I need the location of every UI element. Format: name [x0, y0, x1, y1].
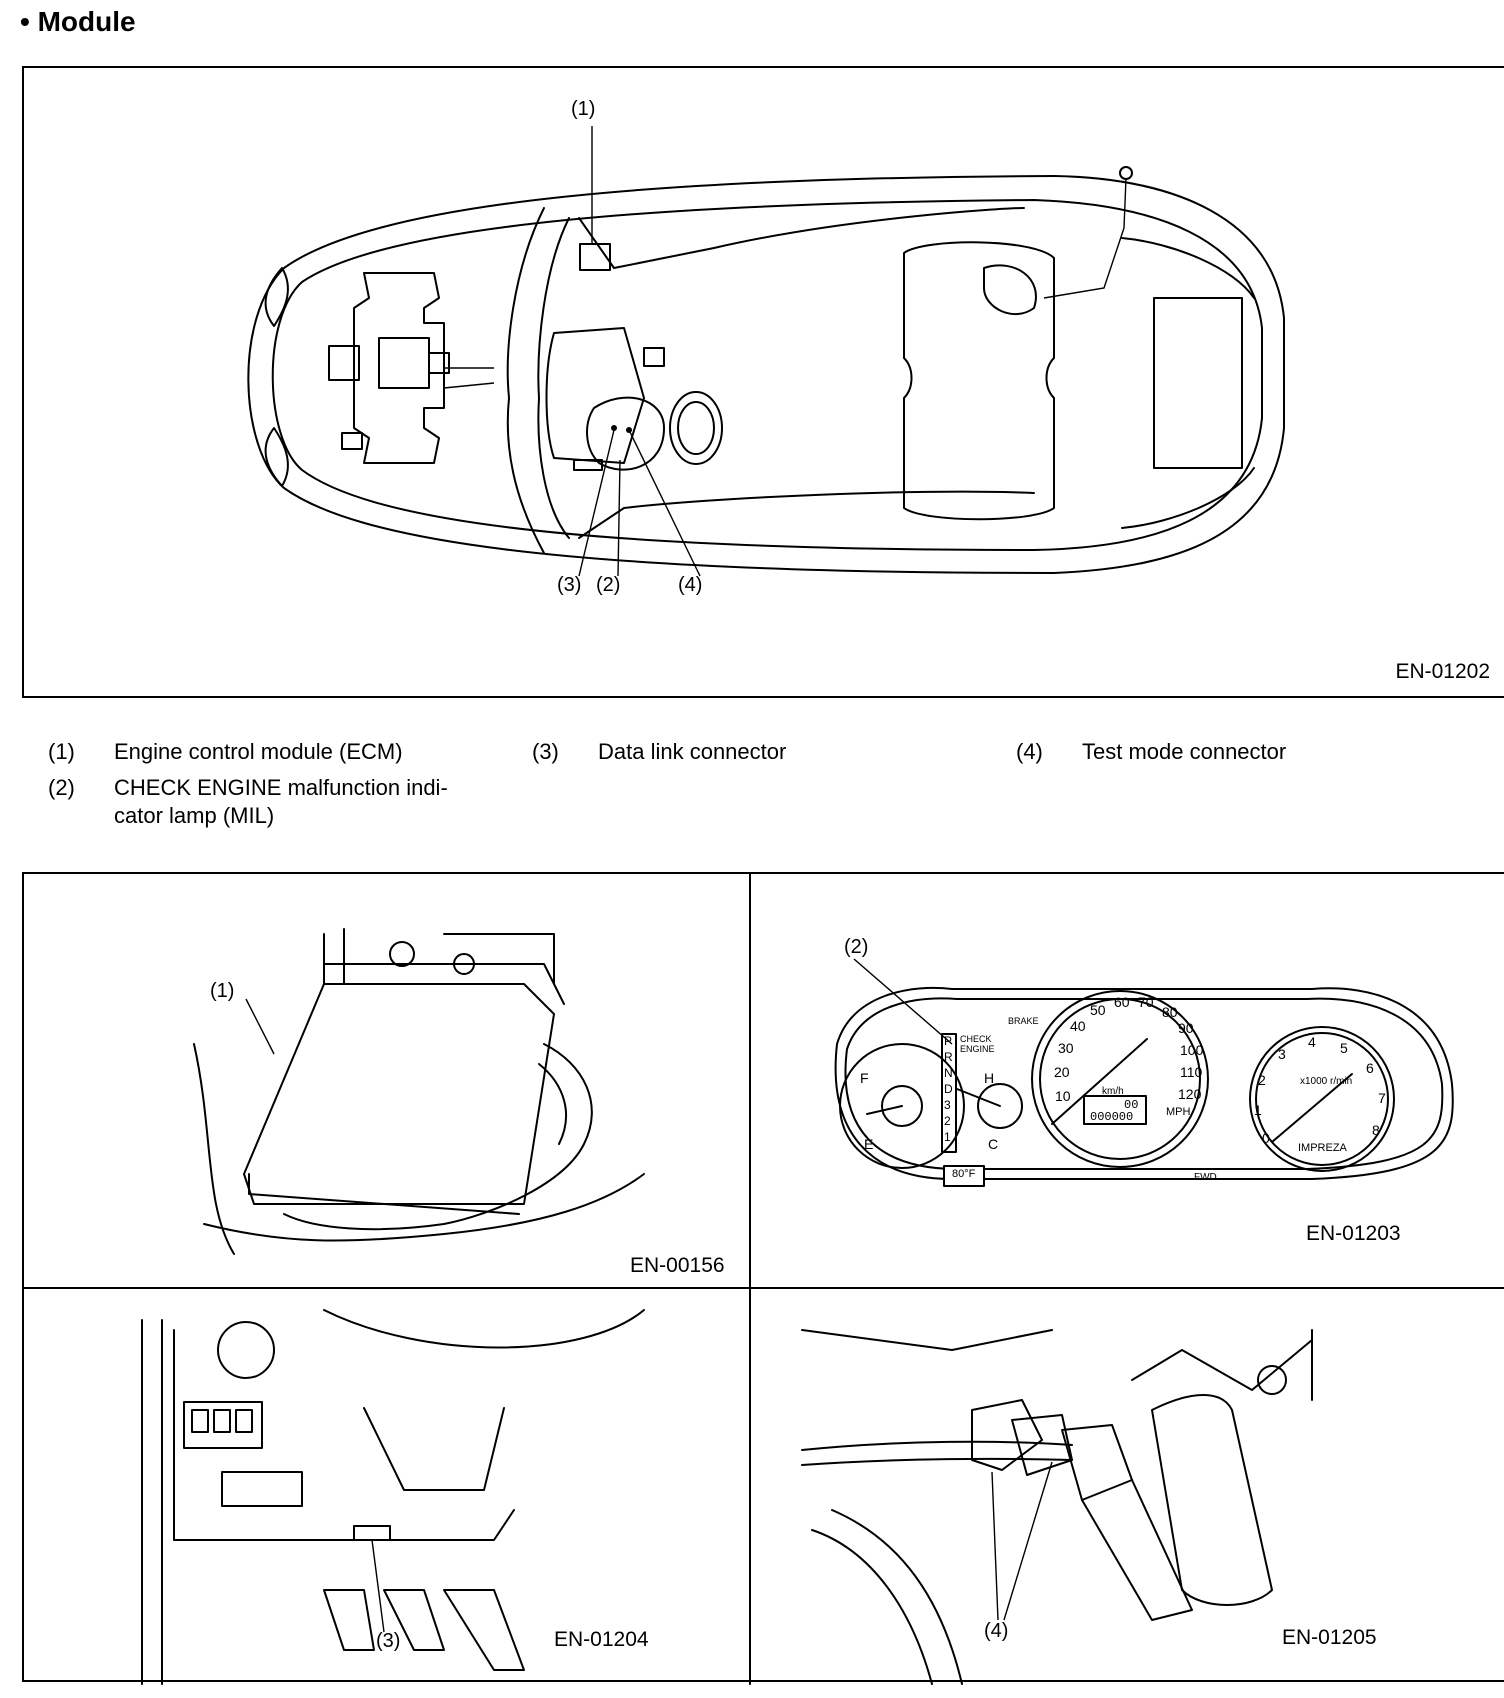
legend-text-1: Engine control module (ECM) [114, 739, 403, 764]
cluster-speed-40: 40 [1070, 1018, 1086, 1034]
cluster-check-engine: CHECK ENGINE [960, 1034, 995, 1054]
cluster-trip: 00 [1124, 1098, 1139, 1112]
cluster-tach-unit: x1000 r/min [1300, 1076, 1353, 1087]
cluster-temp-h: H [984, 1070, 995, 1086]
figure-id: EN-01202 [1395, 660, 1490, 683]
cluster-speed-110: 110 [1180, 1064, 1203, 1080]
cluster-tach-3: 3 [1278, 1046, 1286, 1062]
panel-test-mode-id: EN-01205 [1282, 1626, 1377, 1649]
cluster-brake: BRAKE [1008, 1016, 1039, 1026]
panel-cluster-callout: (2) [844, 936, 869, 958]
cluster-kmh-label: km/h [1102, 1086, 1124, 1097]
cluster-temp-display: 80°F [952, 1168, 976, 1180]
cluster-gear-1: 1 [944, 1130, 951, 1144]
cluster-speed-90: 90 [1178, 1020, 1194, 1036]
panel-data-link-callout: (3) [376, 1630, 401, 1652]
cluster-tach-0: 0 [1262, 1130, 1270, 1146]
panel-test-mode-callout: (4) [984, 1620, 1009, 1642]
cluster-tach-2: 2 [1258, 1072, 1266, 1088]
cluster-tach-7: 7 [1378, 1090, 1386, 1106]
panel-test-mode: (4) EN-01205 [752, 1290, 1504, 1685]
callout-3: (3) [557, 574, 582, 596]
callout-2: (2) [596, 574, 621, 596]
panel-data-link-id: EN-01204 [554, 1628, 649, 1651]
cluster-gear-p: P [944, 1034, 953, 1048]
cluster-speed-80: 80 [1162, 1004, 1178, 1020]
cluster-speed-60: 60 [1114, 994, 1130, 1010]
cluster-speed-20: 20 [1054, 1064, 1070, 1080]
cluster-tach-8: 8 [1372, 1122, 1380, 1138]
cluster-brand: IMPREZA [1298, 1142, 1347, 1154]
legend-text-2-cont: cator lamp (MIL) [114, 803, 275, 828]
panel-cluster-id: EN-01203 [1306, 1222, 1401, 1245]
legend-text-3: Data link connector [598, 739, 787, 764]
panel-cluster: (2) 10 20 30 40 50 60 70 80 90 100 110 1… [752, 874, 1504, 1288]
cluster-tach-5: 5 [1340, 1040, 1348, 1056]
panel-ecm-callout: (1) [210, 980, 235, 1002]
panel-data-link: (3) EN-01204 [24, 1290, 750, 1685]
test-mode-illustration [801, 1329, 1313, 1685]
panel-ecm-id: EN-00156 [630, 1254, 725, 1277]
cluster-tach-6: 6 [1366, 1060, 1374, 1076]
legend: (1) Engine control module (ECM) (2) CHEC… [0, 735, 1504, 845]
data-link-illustration [141, 1309, 645, 1685]
cluster-gear-d: D [944, 1082, 953, 1096]
panel-ecm: (1) EN-00156 [24, 874, 750, 1288]
cluster-temp-c: C [988, 1136, 999, 1152]
cluster-mph-label: MPH [1166, 1106, 1191, 1118]
cluster-speed-100: 100 [1180, 1042, 1204, 1058]
cluster-gear-n: N [944, 1066, 953, 1080]
cluster-gear-3: 3 [944, 1098, 951, 1112]
main-figure-frame: (1) (3) (2) (4) EN-01202 [22, 66, 1504, 698]
legend-text-4: Test mode connector [1082, 739, 1287, 764]
cluster-fwd: FWD [1194, 1172, 1217, 1183]
vehicle-top-view-diagram [247, 126, 1285, 577]
panel-dividers [23, 873, 1504, 1685]
cluster-odometer: 000000 [1090, 1110, 1134, 1124]
legend-num-3: (3) [532, 739, 559, 764]
cluster-speed-120: 120 [1178, 1086, 1202, 1102]
cluster-gear-2: 2 [944, 1114, 951, 1128]
ecm-location-marker [579, 243, 611, 271]
legend-num-1: (1) [48, 739, 75, 764]
instrument-cluster [834, 958, 1454, 1187]
cluster-speed-30: 30 [1058, 1040, 1074, 1056]
cluster-fuel-e: E [864, 1136, 874, 1152]
cluster-tach-1: 1 [1254, 1102, 1262, 1118]
cluster-speed-70: 70 [1138, 994, 1154, 1010]
legend-text-2: CHECK ENGINE malfunction indi- [114, 775, 448, 800]
legend-num-4: (4) [1016, 739, 1043, 764]
section-heading: • Module [20, 6, 136, 37]
cluster-tach-4: 4 [1308, 1034, 1316, 1050]
legend-num-2: (2) [48, 775, 75, 800]
cluster-speed-10: 10 [1055, 1088, 1071, 1104]
callout-1: (1) [571, 98, 596, 120]
cluster-fuel-f: F [860, 1070, 869, 1086]
cluster-speed-50: 50 [1090, 1002, 1106, 1018]
detail-panels-frame: (1) EN-00156 (2) 10 20 30 40 50 [22, 872, 1504, 1685]
cluster-gear-r: R [944, 1050, 953, 1064]
callout-4: (4) [678, 574, 703, 596]
ecm-illustration [193, 928, 645, 1255]
